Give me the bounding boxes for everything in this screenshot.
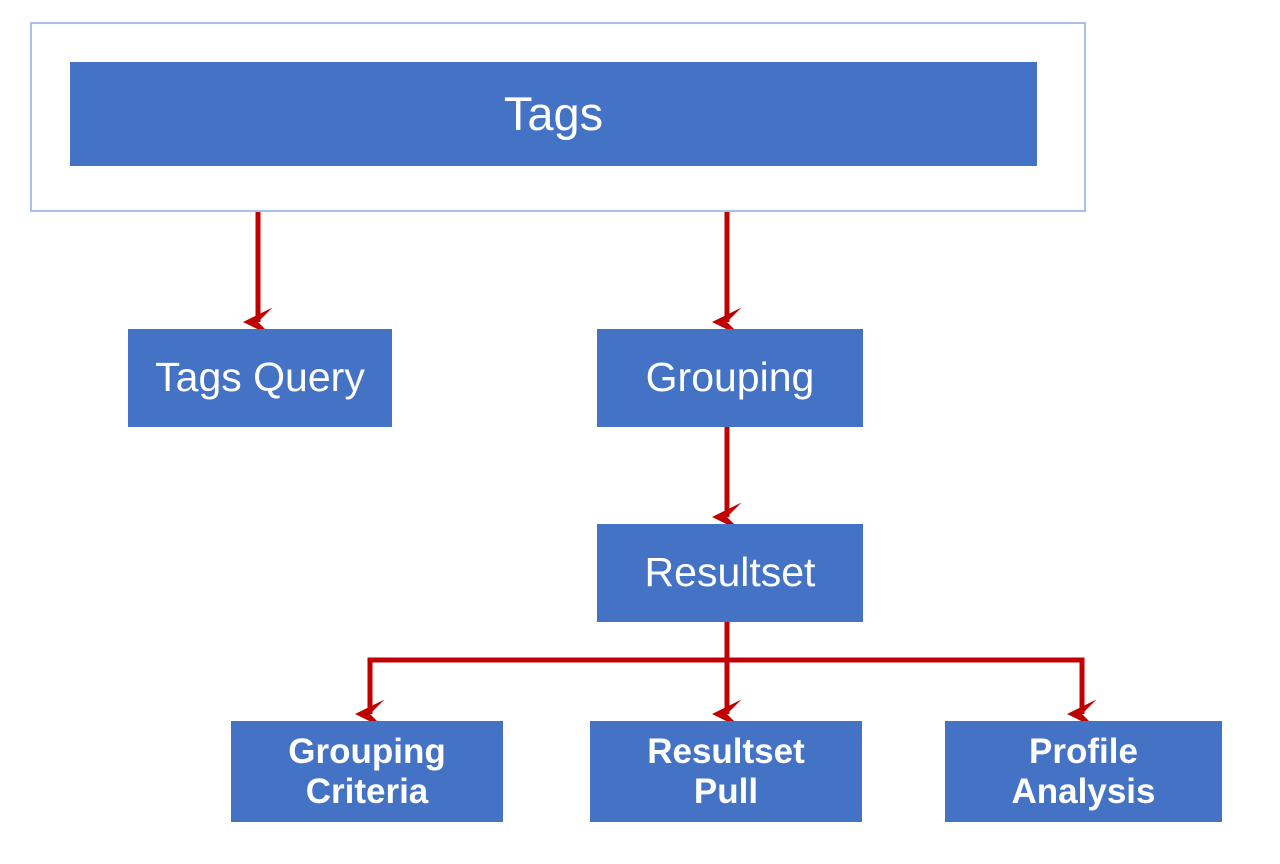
node-profile-analysis[interactable]: Profile Analysis (945, 721, 1222, 822)
node-grouping-criteria[interactable]: Grouping Criteria (231, 721, 503, 822)
connector-resultset-to-profile-analysis (724, 622, 1097, 729)
node-grouping[interactable]: Grouping (597, 329, 863, 427)
node-resultset[interactable]: Resultset (597, 524, 863, 622)
node-resultset-pull[interactable]: Resultset Pull (590, 721, 862, 822)
node-tags-query[interactable]: Tags Query (128, 329, 392, 427)
node-tags[interactable]: Tags (70, 62, 1037, 166)
connector-resultset-to-grouping-criteria (355, 622, 730, 729)
